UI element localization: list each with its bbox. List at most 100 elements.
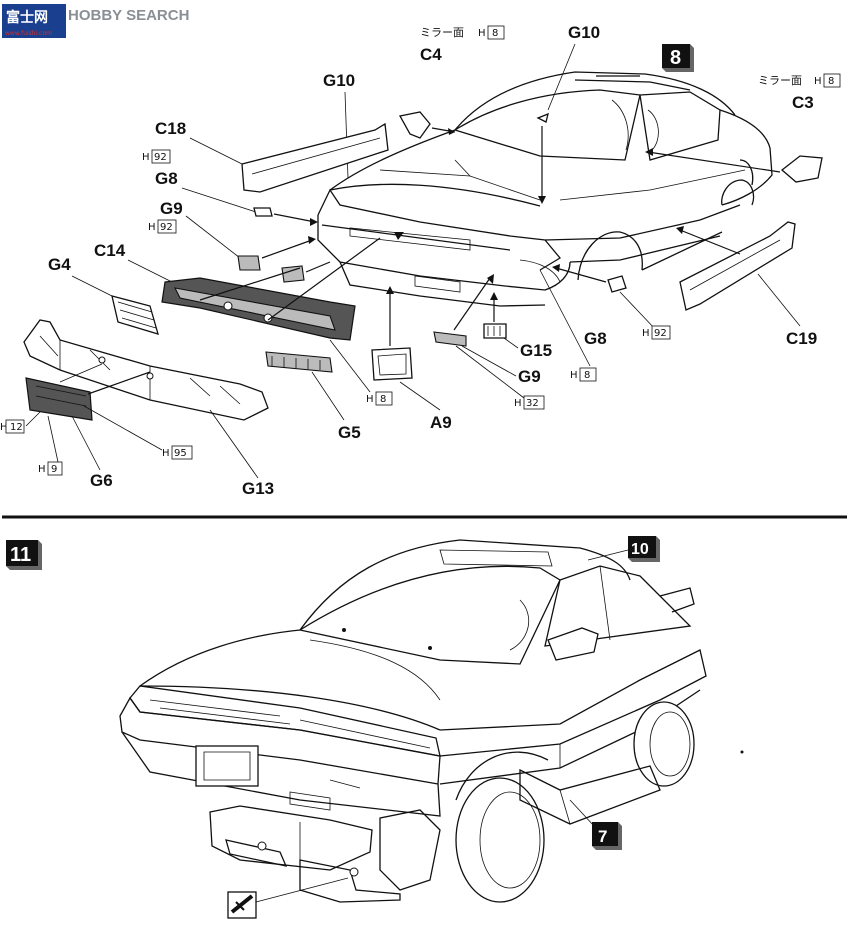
c4-h-label: H [478, 28, 486, 39]
g9-right-paint-code: 32 [526, 398, 539, 409]
g6-h-label: H [38, 464, 46, 475]
leader-G13 [209, 409, 259, 479]
label-G5: G5 [338, 423, 361, 442]
g4-paint-box [5, 419, 25, 434]
leader-G6 [71, 415, 101, 471]
part-C3-mirror [645, 148, 823, 183]
label-G8-right: G8 [584, 329, 607, 348]
g4-paint-code: 12 [10, 422, 23, 433]
part-C14-grille [161, 277, 356, 341]
c3-paint-box [823, 73, 841, 88]
c18-h-label: H [142, 152, 150, 163]
step-11-number: 11 [10, 544, 31, 566]
step-8-number: 8 [670, 47, 681, 69]
label-G8-left: G8 [155, 169, 178, 188]
part-G15 [483, 323, 507, 339]
g5-h-label: H [366, 394, 374, 405]
watermark-brand-en: HOBBY SEARCH [68, 7, 189, 24]
label-C4: C4 [420, 45, 442, 64]
part-G9-left [237, 255, 261, 271]
step-10-badge: 10 [628, 536, 660, 562]
g13-paint-code: 95 [174, 448, 187, 459]
car-body-top [317, 71, 773, 307]
leader-C19 [757, 273, 801, 327]
label-C14: C14 [94, 241, 126, 260]
part-G6-fog [25, 377, 93, 421]
label-C18: C18 [155, 119, 186, 138]
mirror-bottom [547, 627, 599, 661]
watermark-url: www.fuishi.com [5, 30, 52, 37]
step-8-badge: 8 [662, 44, 694, 72]
g5-paint-code: 8 [380, 394, 386, 405]
c4-paint-code: 8 [492, 28, 498, 39]
g13-paint-box [171, 445, 193, 460]
step-7-number: 7 [598, 827, 607, 846]
arrow-C14-1 [199, 267, 301, 301]
label-G4: G4 [48, 255, 71, 274]
g5-paint-box [375, 391, 393, 406]
label-G9-right: G9 [518, 367, 541, 386]
g9-left-paint-code: 92 [160, 222, 173, 233]
step-11-badge: 11 [6, 540, 42, 570]
arrow-G6 [87, 371, 151, 395]
part-C19-skirt [679, 221, 796, 311]
g6-paint-box [47, 461, 63, 476]
leader-A9 [399, 381, 441, 411]
c3-note-mirror: ミラー面 [758, 74, 802, 87]
g15-paint-box [579, 367, 597, 382]
c3-h-label: H [814, 76, 822, 87]
g8-right-paint-box [651, 325, 671, 340]
arrow-C14-2 [267, 237, 381, 321]
c3-paint-code: 8 [828, 76, 834, 87]
part-G8-left [253, 207, 273, 217]
label-G15: G15 [520, 341, 552, 360]
rear-wheel [633, 701, 695, 787]
part-G4-lamp [111, 295, 159, 335]
c18-paint-code: 92 [154, 152, 167, 163]
c4-note-mirror: ミラー面 [420, 26, 464, 39]
front-wheel [455, 777, 545, 903]
g13-h-label: H [162, 448, 170, 459]
arrow-G8-right [555, 267, 607, 283]
watermark-logo: 富士网 www.fuishi.com HOBBY SEARCH [2, 4, 189, 38]
g9-left-paint-box [157, 219, 177, 234]
label-G10-left: G10 [323, 71, 355, 90]
leader-C18 [189, 137, 243, 165]
g9-right-h-label: H [514, 398, 522, 409]
part-front-bumper [23, 319, 269, 421]
label-C3: C3 [792, 93, 814, 112]
watermark-badge [2, 4, 66, 38]
leader-G10-left [344, 91, 349, 179]
leader-G9-left [185, 215, 241, 259]
label-C19: C19 [786, 329, 817, 348]
c4-paint-box [487, 25, 505, 40]
arrow-C19 [679, 229, 741, 255]
label-A9: A9 [430, 413, 452, 432]
g15-paint-code: 8 [584, 370, 590, 381]
arrow-G9-right [453, 277, 491, 331]
leader-G9-right [461, 345, 517, 377]
leader-C14 [127, 259, 173, 283]
g4-h-label: H [0, 422, 8, 433]
part-G10-emblem [536, 112, 549, 123]
g8-right-paint-code: 92 [654, 328, 667, 339]
part-C18-spoiler [241, 122, 389, 193]
c18-paint-box [151, 149, 171, 164]
g6-paint-code: 9 [51, 464, 57, 475]
part-G9-left-2 [281, 265, 305, 283]
part-G9-right [433, 331, 467, 347]
car-body-bottom [119, 539, 707, 903]
g9-left-h-label: H [148, 222, 156, 233]
leader-G8-left [181, 187, 257, 213]
arrow-G8-left [273, 213, 316, 223]
g15-h-label: H [570, 370, 578, 381]
part-G8-right [607, 275, 627, 293]
arrow-G9-left-2 [305, 261, 331, 273]
g9-right-paint-box [523, 395, 545, 410]
cement-icon [227, 891, 257, 919]
label-G13: G13 [242, 479, 274, 498]
arrow-G9-left [261, 239, 313, 259]
g8-right-h-label: H [642, 328, 650, 339]
